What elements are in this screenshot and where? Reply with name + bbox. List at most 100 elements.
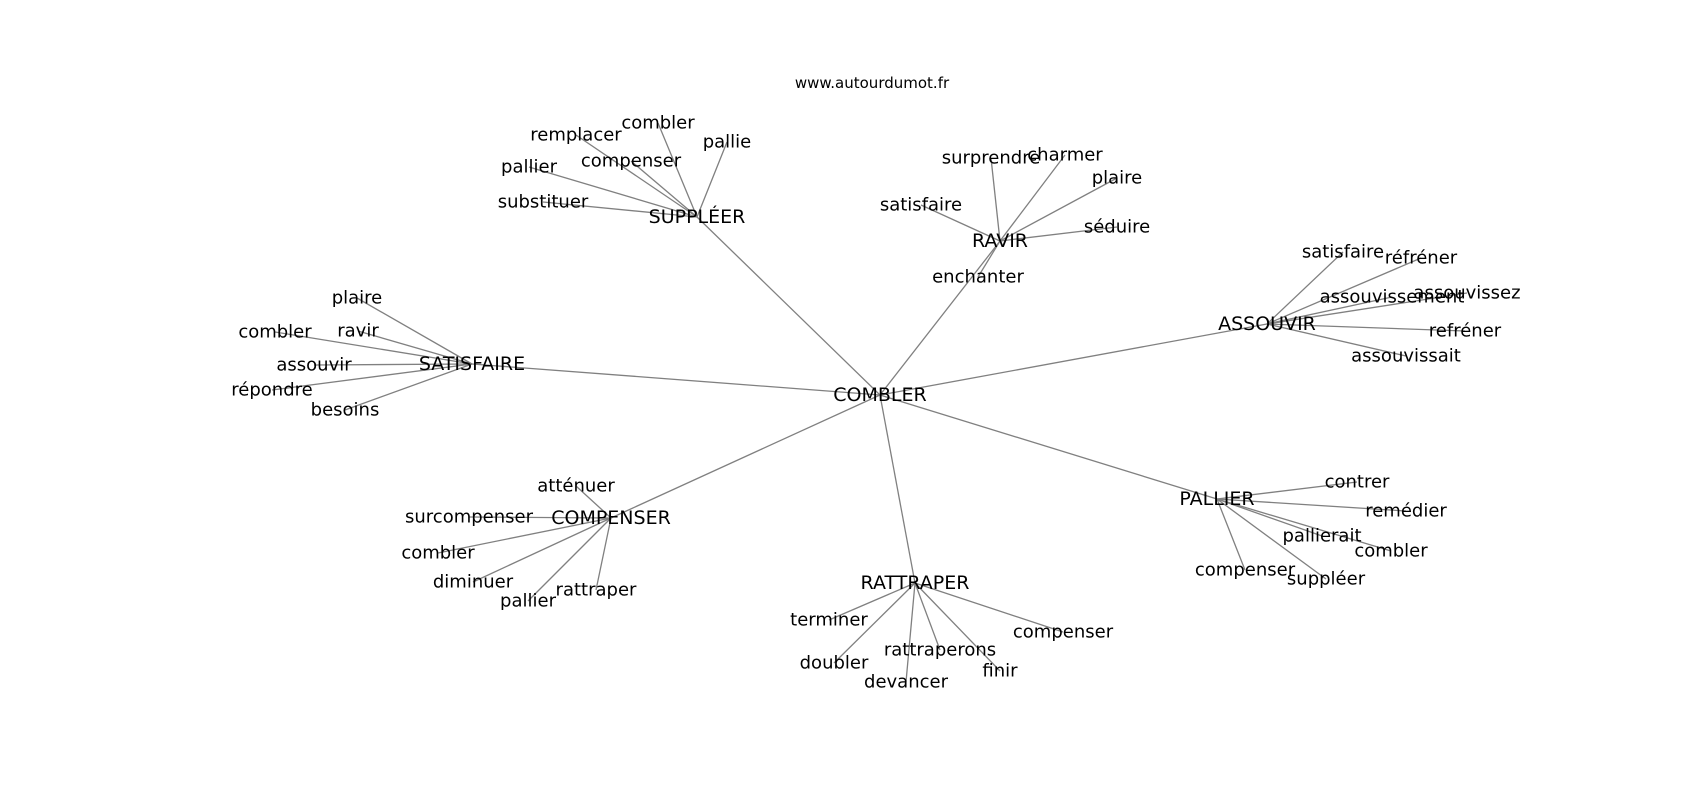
leaf-word-node: suppléer [1287, 569, 1366, 590]
edge-hub-to-leaf [437, 517, 612, 554]
leaf-word-node: pallie [703, 132, 752, 153]
leaf-word-node: combler [621, 113, 695, 134]
leaf-word-node: combler [1354, 541, 1428, 562]
leaf-word-node: réfréner [1385, 248, 1458, 269]
hub-word-node: SUPPLÉER [649, 205, 746, 228]
edge-hub-to-leaf [595, 517, 612, 591]
leaf-word-node: diminuer [433, 572, 514, 593]
leaf-word-node: rattraperons [884, 640, 996, 661]
leaf-word-node: refréner [1429, 321, 1502, 342]
leaf-word-node: doubler [800, 653, 869, 674]
edge-hub-to-leaf [575, 485, 612, 519]
edge-hub-to-leaf [344, 363, 473, 411]
edge-hub-to-leaf [657, 122, 698, 218]
leaf-word-node: ravir [337, 321, 379, 342]
leaf-word-node: répondre [231, 380, 312, 401]
edge-hub-to-leaf [527, 517, 612, 602]
edge-hub-to-leaf [356, 297, 473, 365]
edge-root-to-hub [879, 240, 1001, 396]
edge-hub-to-leaf [1216, 498, 1392, 552]
leaf-word-node: séduire [1084, 217, 1150, 238]
leaf-word-node: assouvissait [1351, 346, 1461, 367]
leaf-word-node: assouvir [276, 355, 352, 376]
edge-hub-to-leaf [914, 582, 941, 651]
edge-hub-to-leaf [1266, 323, 1466, 332]
edge-hub-to-leaf [575, 134, 698, 218]
edge-root-to-hub [879, 323, 1268, 396]
graph-labels: www.autourdumot.fr COMBLER SUPPLÉER comble… [231, 74, 1520, 693]
leaf-word-node: assouvissez [1413, 283, 1520, 304]
leaf-word-node: pallier [500, 591, 557, 612]
hub-word-node: RATTRAPER [861, 572, 970, 594]
hub-word-node: RAVIR [972, 230, 1028, 252]
edge-hub-to-leaf [468, 516, 612, 519]
leaf-word-node: contrer [1325, 472, 1390, 493]
edge-hub-to-leaf [914, 582, 1001, 672]
edge-hub-to-leaf [905, 582, 916, 683]
edge-root-to-hub [696, 216, 881, 396]
leaf-word-node: surcompenser [405, 507, 534, 528]
hub-word-node: COMPENSER [551, 507, 671, 529]
hub-word-node: PALLIER [1179, 488, 1254, 510]
edge-hub-to-leaf [990, 157, 1001, 242]
source-site-label: www.autourdumot.fr [795, 74, 950, 92]
leaf-word-node: compenser [581, 151, 682, 172]
leaf-word-node: substituer [498, 192, 589, 213]
leaf-word-node: finir [982, 661, 1018, 682]
edge-root-to-hub [610, 394, 881, 519]
hub-word-node: ASSOUVIR [1218, 313, 1316, 335]
edge-hub-to-leaf [696, 141, 728, 218]
leaf-word-node: charmer [1027, 145, 1103, 166]
edge-hub-to-leaf [271, 363, 473, 391]
edge-hub-to-leaf [828, 582, 916, 621]
edge-hub-to-leaf [1266, 251, 1344, 325]
edge-hub-to-leaf [472, 517, 612, 583]
edge-hub-to-leaf [357, 330, 473, 365]
edge-hub-to-leaf [1266, 257, 1422, 325]
leaf-word-node: combler [401, 543, 475, 564]
leaf-word-node: plaire [1092, 168, 1143, 189]
edge-hub-to-leaf [1216, 498, 1407, 512]
edge-hub-to-leaf [274, 331, 473, 365]
edge-hub-to-leaf [1266, 292, 1468, 325]
leaf-word-node: remédier [1365, 501, 1447, 522]
edge-hub-to-leaf [1216, 498, 1323, 537]
leaf-word-node: surprendre [942, 148, 1041, 169]
edge-hub-to-leaf [1216, 498, 1246, 571]
leaf-word-node: assouvissement [1320, 287, 1465, 308]
edge-hub-to-leaf [313, 363, 473, 366]
leaf-word-node: terminer [790, 610, 868, 631]
leaf-word-node: satisfaire [880, 195, 962, 216]
leaf-word-node: compenser [1013, 622, 1114, 643]
hub-word-node: SATISFAIRE [419, 353, 525, 375]
leaf-word-node: rattraper [556, 580, 637, 601]
leaf-word-node: devancer [864, 672, 949, 693]
edge-root-to-hub [471, 363, 881, 396]
edge-root-to-hub [879, 394, 1218, 500]
edge-hub-to-leaf [977, 240, 1001, 278]
leaf-word-node: pallier [501, 157, 558, 178]
leaf-word-node: besoins [311, 400, 380, 421]
graph-edges [271, 122, 1468, 683]
edge-hub-to-leaf [920, 204, 1001, 242]
edge-root-to-hub [879, 394, 916, 584]
root-word-node: COMBLER [833, 384, 926, 406]
edge-hub-to-leaf [528, 166, 698, 218]
leaf-word-node: remplacer [530, 125, 622, 146]
edge-hub-to-leaf [542, 201, 698, 218]
edge-hub-to-leaf [914, 582, 1064, 633]
edge-hub-to-leaf [630, 160, 698, 218]
edge-hub-to-leaf [1216, 498, 1327, 580]
leaf-word-node: plaire [332, 288, 383, 309]
leaf-word-node: combler [238, 322, 312, 343]
edge-hub-to-leaf [1266, 323, 1407, 357]
leaf-word-node: pallierait [1282, 526, 1361, 547]
edge-hub-to-leaf [1216, 481, 1358, 500]
edge-hub-to-leaf [999, 226, 1118, 242]
edge-hub-to-leaf [1266, 296, 1393, 325]
leaf-word-node: satisfaire [1302, 242, 1384, 263]
leaf-word-node: atténuer [537, 476, 615, 497]
edge-hub-to-leaf [833, 582, 916, 664]
leaf-word-node: compenser [1195, 560, 1296, 581]
edge-hub-to-leaf [999, 154, 1066, 242]
